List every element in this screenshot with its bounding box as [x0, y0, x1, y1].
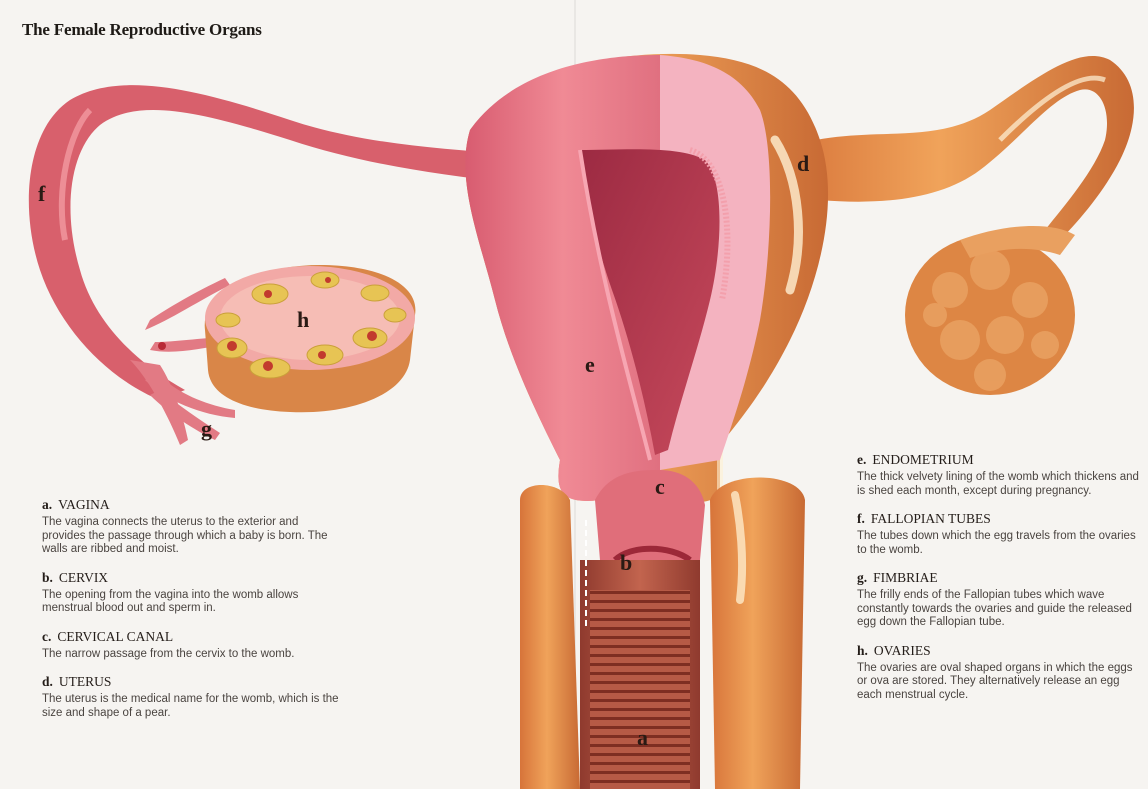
legend-name: VAGINA — [58, 497, 110, 513]
legend-left: a. VAGINA The vagina connects the uterus … — [42, 497, 342, 733]
legend-key: h. — [857, 643, 868, 659]
legend-key: f. — [857, 511, 865, 527]
legend-entry-cervical-canal: c. CERVICAL CANAL The narrow passage from… — [42, 629, 342, 662]
legend-text: The uterus is the medical name for the w… — [42, 693, 342, 720]
ovary-left-section — [205, 265, 416, 412]
legend-key: d. — [42, 674, 53, 690]
legend-right: e. ENDOMETRIUM The thick velvety lining o… — [857, 452, 1139, 715]
legend-key: a. — [42, 497, 52, 513]
legend-text: The opening from the vagina into the wom… — [42, 589, 342, 616]
legend-name: UTERUS — [59, 674, 112, 690]
legend-name: CERVIX — [59, 570, 108, 586]
label-h: h — [297, 307, 309, 332]
legend-key: g. — [857, 570, 867, 586]
fallopian-tube-right — [780, 56, 1134, 240]
label-a: a — [637, 725, 648, 750]
legend-name: CERVICAL CANAL — [57, 629, 173, 645]
label-g: g — [201, 416, 212, 441]
label-f: f — [38, 181, 46, 206]
legend-name: FIMBRIAE — [873, 570, 938, 586]
legend-text: The frilly ends of the Fallopian tubes w… — [857, 589, 1139, 630]
legend-entry-fallopian-tubes: f. FALLOPIAN TUBES The tubes down which t… — [857, 511, 1139, 557]
label-b: b — [620, 550, 632, 575]
legend-key: c. — [42, 629, 51, 645]
legend-entry-endometrium: e. ENDOMETRIUM The thick velvety lining o… — [857, 452, 1139, 498]
legend-text: The narrow passage from the cervix to th… — [42, 648, 342, 662]
legend-entry-uterus: d. UTERUS The uterus is the medical name … — [42, 674, 342, 720]
legend-name: ENDOMETRIUM — [872, 452, 973, 468]
legend-entry-ovaries: h. OVARIES The ovaries are oval shaped or… — [857, 643, 1139, 703]
label-e: e — [585, 352, 595, 377]
page-title: The Female Reproductive Organs — [22, 20, 262, 40]
label-d: d — [797, 151, 809, 176]
legend-text: The ovaries are oval shaped organs in wh… — [857, 662, 1139, 703]
legend-text: The vagina connects the uterus to the ex… — [42, 516, 342, 557]
legend-entry-vagina: a. VAGINA The vagina connects the uterus … — [42, 497, 342, 557]
legend-name: OVARIES — [874, 643, 931, 659]
legend-name: FALLOPIAN TUBES — [871, 511, 991, 527]
legend-entry-fimbriae: g. FIMBRIAE The frilly ends of the Fallop… — [857, 570, 1139, 630]
legend-text: The thick velvety lining of the womb whi… — [857, 471, 1139, 498]
legend-key: b. — [42, 570, 53, 586]
legend-text: The tubes down which the egg travels fro… — [857, 530, 1139, 557]
label-c: c — [655, 474, 665, 499]
legend-key: e. — [857, 452, 866, 468]
legend-entry-cervix: b. CERVIX The opening from the vagina int… — [42, 570, 342, 616]
